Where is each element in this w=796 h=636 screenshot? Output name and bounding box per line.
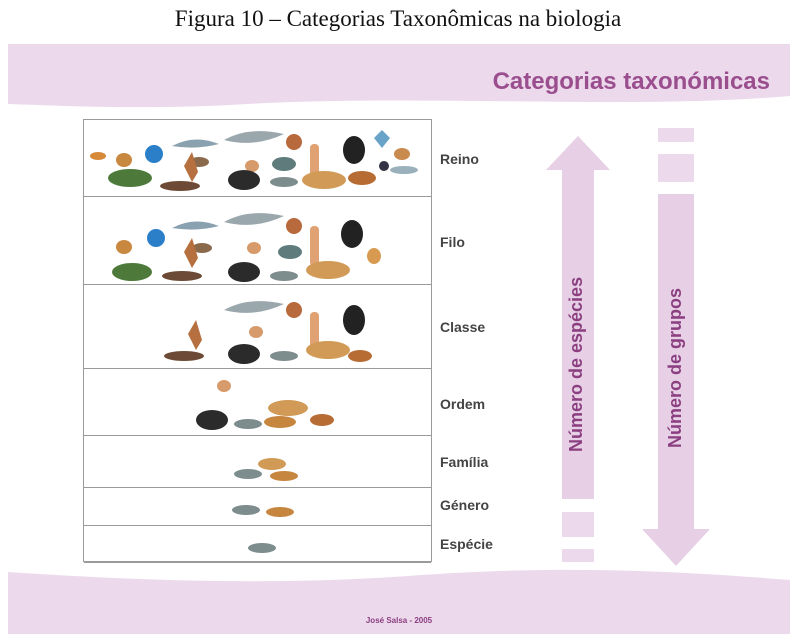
credit-text: José Salsa - 2005 — [8, 616, 790, 625]
slide: Categorias taxonómicas — [8, 44, 790, 634]
down-arrow-band-1 — [658, 128, 694, 142]
arrow-label-especies: Número de espécies — [566, 277, 587, 452]
up-arrow-band-2 — [562, 549, 594, 562]
figure-caption: Figura 10 – Categorias Taxonômicas na bi… — [0, 6, 796, 32]
arrow-label-grupos: Número de grupos — [665, 288, 686, 448]
down-arrow-band-2 — [658, 154, 694, 182]
up-arrow-band-1 — [562, 512, 594, 537]
